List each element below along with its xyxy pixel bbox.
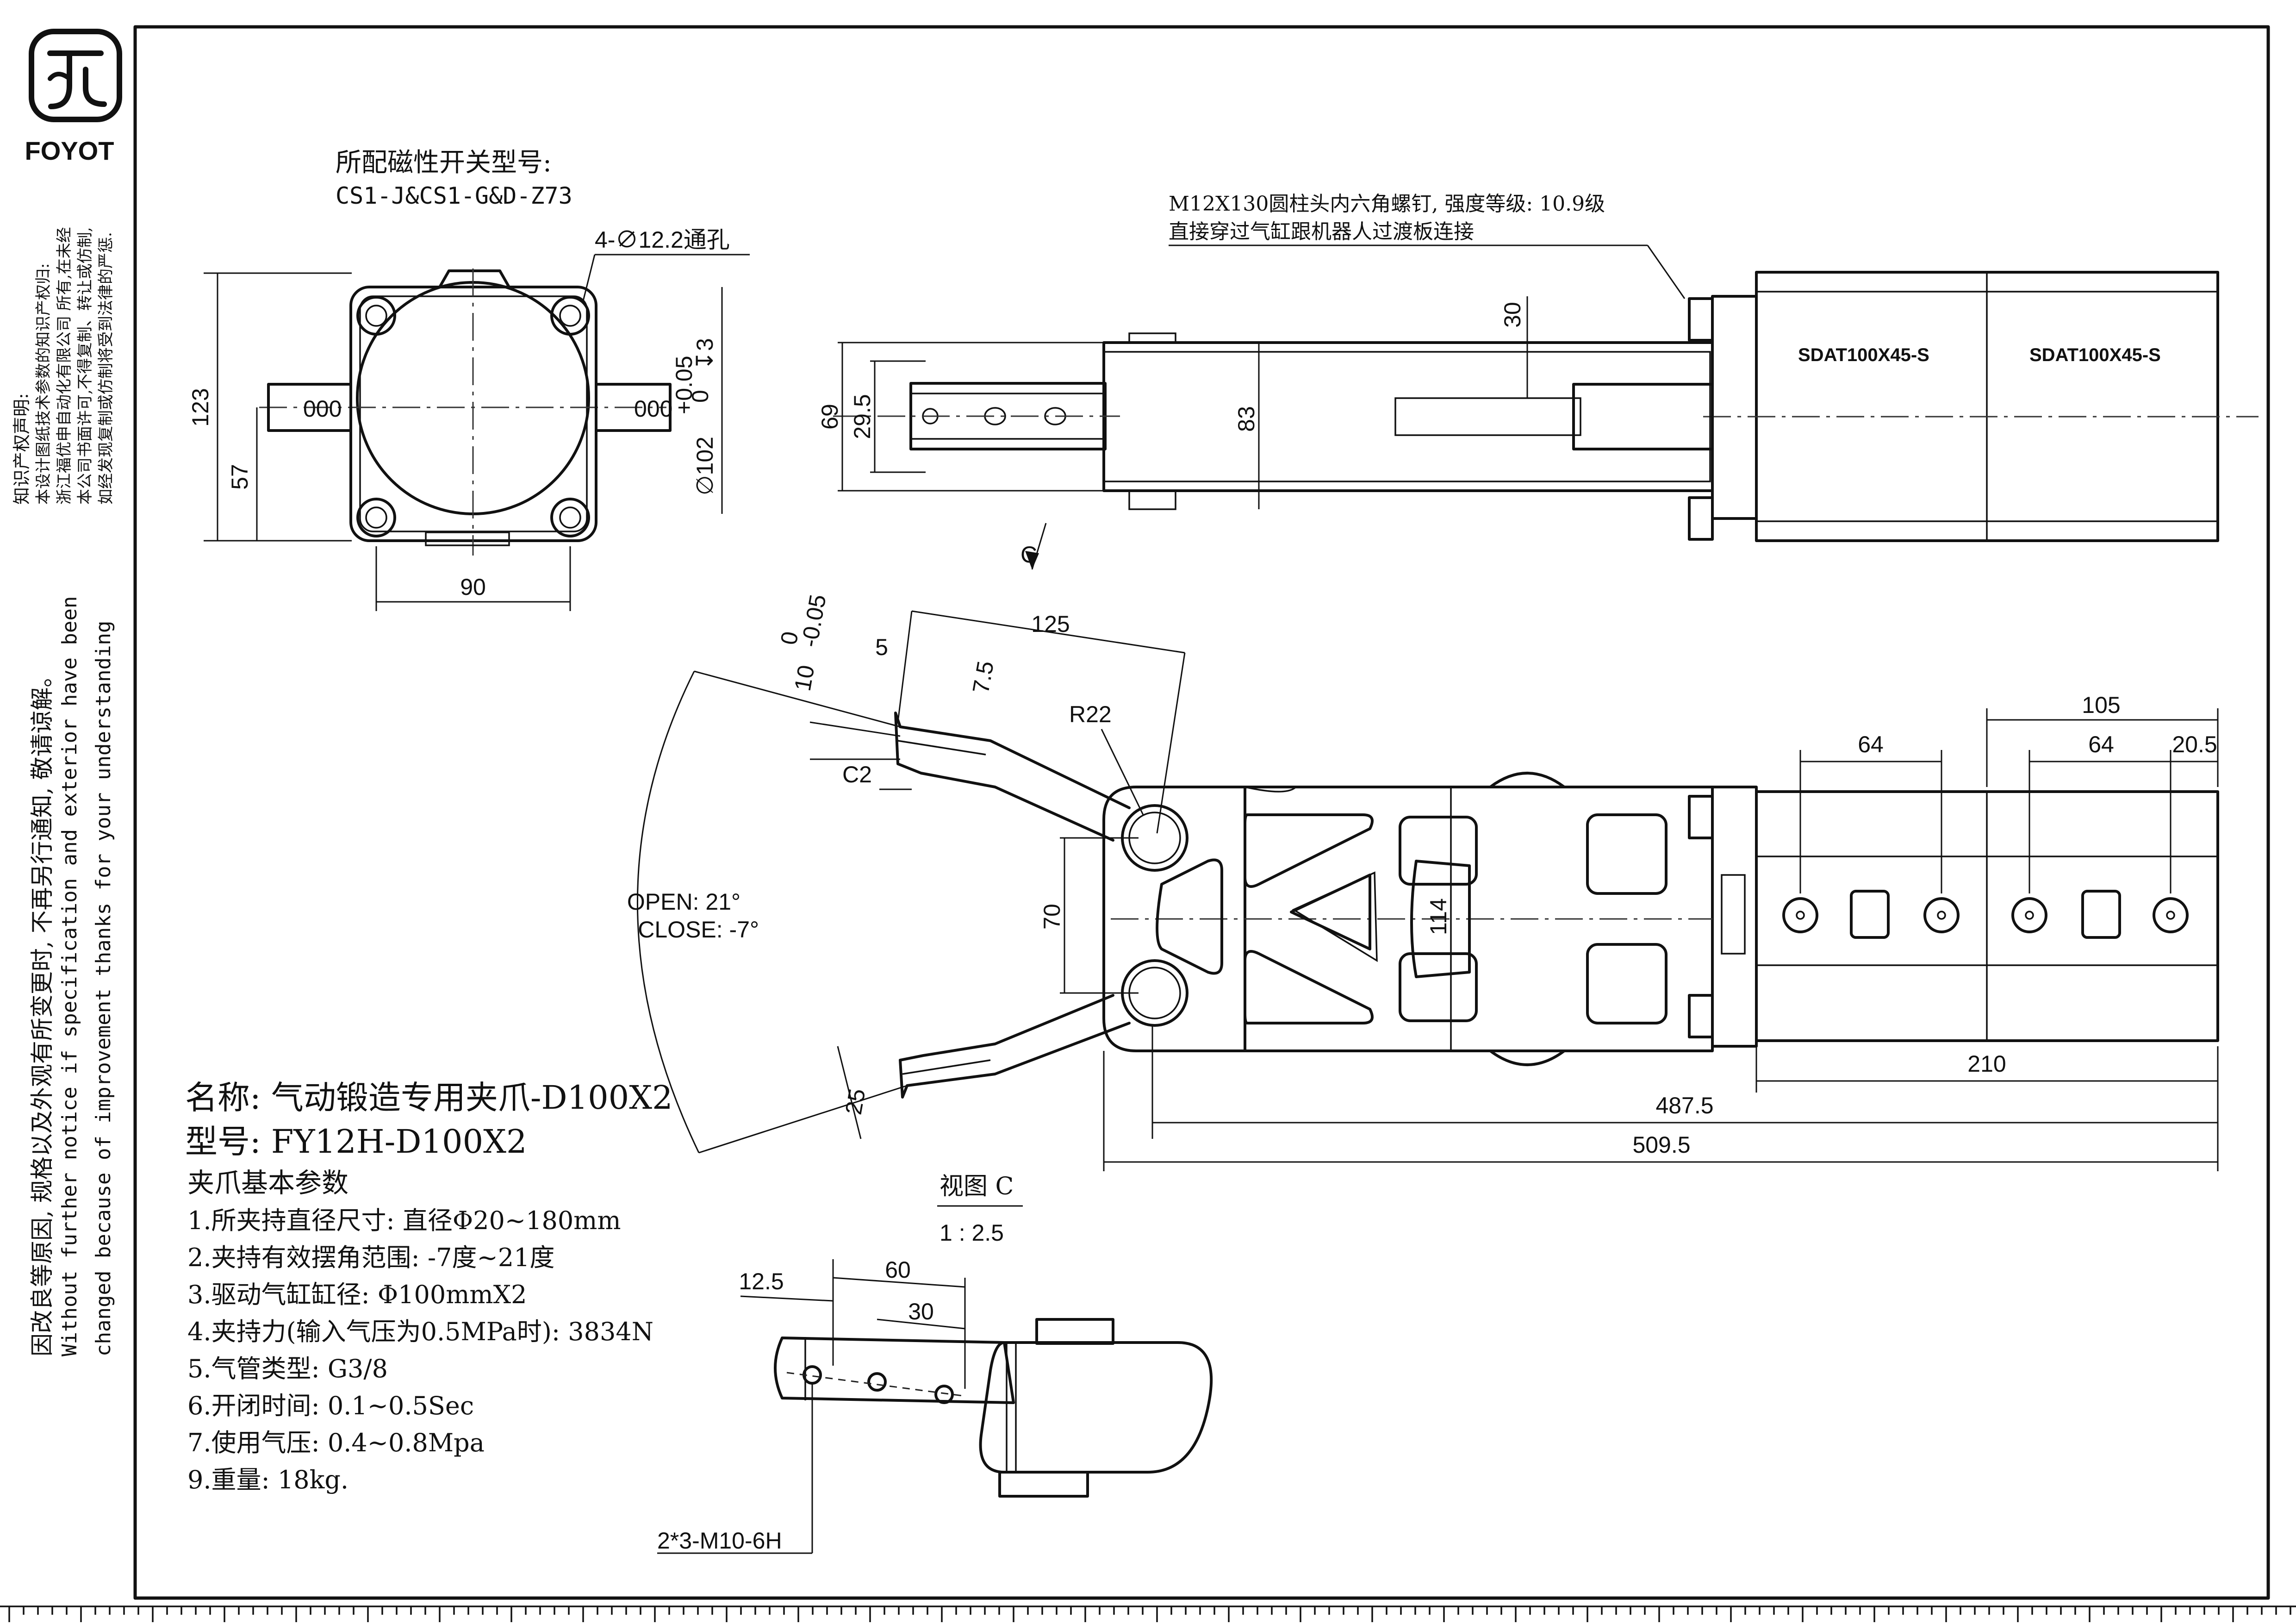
notice-en-1: Without further notice if specification …: [58, 596, 81, 1356]
spec-block: 名称: 气动锻造专用夹爪-D100X2 型号: FY12H-D100X2 夹爪基…: [185, 1079, 673, 1494]
bore-tol-upper: +0.05: [671, 356, 697, 414]
view-c: 视图 C 1 : 2.5 60 30 12.5 2*3-M10-6H: [657, 1173, 1213, 1554]
dim-57: 57: [227, 464, 253, 490]
svg-text:000: 000: [634, 396, 672, 422]
dim-7-5: 7.5: [968, 659, 999, 695]
notice-en-2: changed because of improvement thanks fo…: [92, 621, 115, 1356]
bolt-note-line-2: 直接穿过气缸跟机器人过渡板连接: [1169, 220, 1474, 244]
product-name: 名称: 气动锻造专用夹爪-D100X2: [185, 1079, 673, 1117]
dim-30: 30: [908, 1299, 934, 1324]
open-angle: OPEN: 21°: [627, 889, 740, 915]
dim-10-tol-lower: -0.05: [796, 593, 831, 649]
product-model: 型号: FY12H-D100X2: [185, 1123, 527, 1161]
dim-25: 25: [840, 1087, 871, 1117]
chamfer: C2: [842, 762, 872, 787]
dim-70: 70: [1039, 904, 1065, 930]
front-view: 所配磁性开关型号: CS1-J&CS1-G&D-Z73 4-∅12.2通孔 00…: [187, 148, 750, 611]
model-tag-2: SDAT100X45-S: [2029, 345, 2161, 365]
radius: R22: [1069, 701, 1112, 727]
ip-line-1: 本设计图纸技术参数的知识产权归:: [34, 263, 53, 505]
ip-line-2: 浙江福优申自动化有限公司 所有,在未经: [55, 227, 74, 505]
dim-5: 5: [875, 634, 888, 660]
mount-hole-4: [2153, 897, 2189, 933]
ip-line-4: 如经发现复制或仿制将受到法律的严惩.: [97, 232, 115, 505]
param-item-2: 2.夹持有效摆角范围: -7度~21度: [187, 1243, 554, 1272]
dim-90: 90: [460, 574, 486, 600]
param-item-7: 7.使用气压: 0.4~0.8Mpa: [187, 1428, 485, 1457]
dim-105: 105: [2082, 692, 2120, 718]
param-item-5: 5.气管类型: G3/8: [187, 1354, 388, 1383]
param-item-4: 4.夹持力(输入气压为0.5MPa时): 3834N: [187, 1317, 653, 1346]
foyot-logo: FOYOT: [25, 29, 122, 165]
bore-diameter: ∅102: [692, 437, 718, 495]
dim-69: 69: [817, 404, 843, 430]
dim-10: 10: [790, 663, 820, 693]
dim-125: 125: [1031, 611, 1070, 637]
logo-text: FOYOT: [25, 136, 114, 165]
mount-hole-1: [1782, 897, 1818, 933]
bore-depth: ↧3: [692, 338, 718, 370]
dim-487-5: 487.5: [1655, 1093, 1713, 1118]
mount-hole-3: [2011, 897, 2047, 933]
dim-64-b: 64: [2088, 731, 2114, 757]
dim-114: 114: [1425, 898, 1451, 935]
close-angle: CLOSE: -7°: [638, 917, 759, 943]
logo-badge-2: [2081, 890, 2121, 939]
bottom-ruler: [0, 1605, 2296, 1622]
ip-notice: 知识产权声明: 本设计图纸技术参数的知识产权归: 浙江福优申自动化有限公司 所有…: [12, 227, 115, 505]
view-c-scale: 1 : 2.5: [940, 1220, 1004, 1246]
model-tag-1: SDAT100X45-S: [1798, 345, 1929, 365]
svg-text:000: 000: [303, 396, 342, 422]
mount-hole-2: [1923, 897, 1960, 933]
dim-123: 123: [187, 388, 213, 426]
view-arrow-label: C: [1020, 542, 1037, 568]
param-item-1: 1.所夹持直径尺寸: 直径Φ20~180mm: [187, 1206, 621, 1235]
view-c-title: 视图 C: [940, 1173, 1014, 1200]
ip-title: 知识产权声明:: [12, 393, 32, 505]
param-item-6: 6.开闭时间: 0.1~0.5Sec: [187, 1391, 474, 1420]
notice-cn: 因改良等原因, 规格以及外观有所变更时, 不再另行通知, 敬请谅解。: [29, 664, 56, 1356]
plan-view: C: [627, 523, 2219, 1171]
change-notice: 因改良等原因, 规格以及外观有所变更时, 不再另行通知, 敬请谅解。 Witho…: [29, 596, 115, 1356]
dim-64-a: 64: [1858, 731, 1884, 757]
bolt-note-line-1: M12X130圆柱头内六角螺钉, 强度等级: 10.9级: [1169, 192, 1605, 216]
logo-badge-1: [1850, 890, 1890, 939]
dim-20-5: 20.5: [2172, 731, 2217, 757]
thread-callout: 2*3-M10-6H: [657, 1528, 782, 1554]
param-item-8: 9.重量: 18kg.: [187, 1465, 348, 1494]
top-view: M12X130圆柱头内六角螺钉, 强度等级: 10.9级 直接穿过气缸跟机器人过…: [817, 192, 2259, 542]
switch-label: 所配磁性开关型号:: [336, 148, 552, 178]
dim-60: 60: [885, 1257, 911, 1283]
dim-509-5: 509.5: [1632, 1132, 1690, 1158]
ip-line-3: 本公司书面许可,不得复制、转让或仿制,: [76, 227, 94, 505]
bore-tol-lower: 0: [687, 390, 713, 403]
dim-83: 83: [1233, 406, 1259, 432]
params-title: 夹爪基本参数: [187, 1167, 348, 1199]
hole-callout: 4-∅12.2通孔: [595, 227, 730, 253]
dim-12-5: 12.5: [739, 1268, 784, 1294]
dim-210: 210: [1967, 1051, 2006, 1077]
switch-model: CS1-J&CS1-G&D-Z73: [336, 182, 572, 209]
dim-30: 30: [1500, 302, 1525, 328]
drawing-frame: [133, 25, 2270, 1600]
param-item-3: 3.驱动气缸缸径: Φ100mmX2: [187, 1280, 527, 1309]
dim-29-5: 29.5: [849, 394, 875, 439]
